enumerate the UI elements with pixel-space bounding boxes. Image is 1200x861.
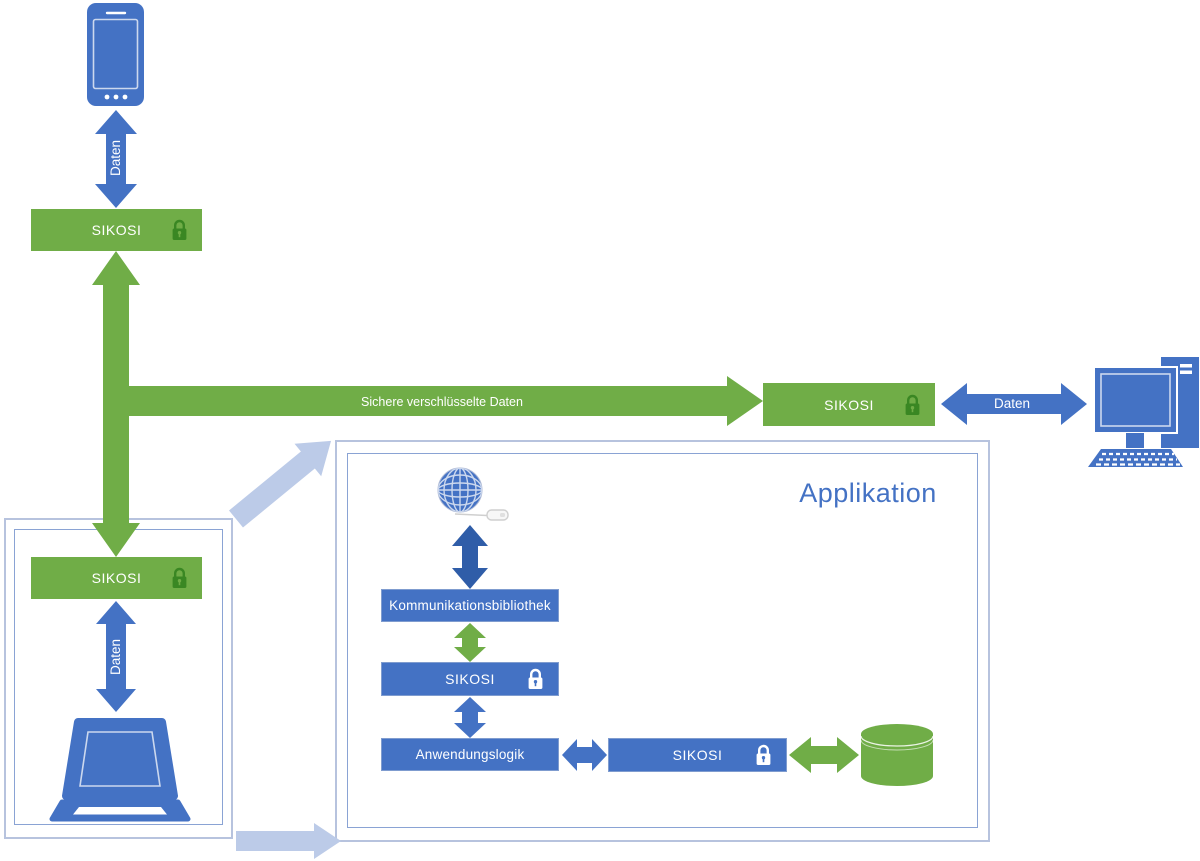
lock-icon	[172, 567, 187, 588]
daten-label-mobile: Daten	[108, 139, 123, 177]
globe-network-icon	[437, 467, 509, 521]
sikosi-box-app-comm: SIKOSI	[381, 662, 559, 696]
arrow-daten-mobile	[95, 110, 137, 208]
application-frame-outer	[335, 440, 990, 842]
sikosi-box-app-db-label: SIKOSI	[672, 747, 723, 763]
sikosi-box-local: SIKOSI	[31, 557, 202, 599]
arrow-sikosidb-database	[789, 737, 859, 773]
laptop-icon	[49, 718, 191, 822]
lock-icon	[528, 668, 543, 689]
database-cylinder-icon	[860, 724, 934, 786]
daten-label-laptop: Daten	[108, 638, 123, 676]
arrow-callout-bottom	[236, 823, 341, 859]
application-frame-inner	[347, 453, 978, 828]
sikosi-box-app-comm-label: SIKOSI	[445, 671, 495, 687]
arrow-anwendung-sikosidb	[562, 739, 607, 771]
sikosi-box-mobile: SIKOSI	[31, 209, 202, 251]
anwendungslogik-box: Anwendungslogik	[381, 738, 559, 771]
arrow-daten-desktop	[941, 383, 1087, 425]
application-title: Applikation	[799, 478, 937, 508]
daten-label-desktop: Daten	[993, 396, 1031, 411]
sikosi-box-app-db: SIKOSI	[608, 738, 787, 772]
kommunikationsbibliothek-box: Kommunikationsbibliothek	[381, 589, 559, 622]
sikosi-box-mobile-label: SIKOSI	[91, 222, 142, 238]
lock-icon	[756, 744, 771, 765]
desktop-computer-icon	[1088, 357, 1199, 467]
arrow-callout-diagonal	[229, 440, 332, 528]
arrow-sikosi-anwendung	[454, 697, 486, 738]
arrow-secure-channel	[103, 376, 763, 426]
kommunikationsbibliothek-label: Kommunikationsbibliothek	[389, 598, 551, 613]
arrow-globe-komm	[452, 525, 488, 589]
anwendungslogik-label: Anwendungslogik	[415, 747, 525, 762]
secure-channel-label: Sichere verschlüsselte Daten	[361, 395, 523, 409]
sikosi-box-remote-label: SIKOSI	[824, 396, 874, 413]
lock-icon	[172, 219, 187, 240]
arrow-daten-laptop	[96, 601, 136, 712]
arrow-komm-sikosi	[454, 623, 486, 662]
sikosi-box-local-label: SIKOSI	[91, 570, 142, 586]
lock-icon	[905, 394, 920, 415]
smartphone-icon	[87, 3, 144, 106]
sikosi-box-remote: SIKOSI	[763, 383, 935, 426]
